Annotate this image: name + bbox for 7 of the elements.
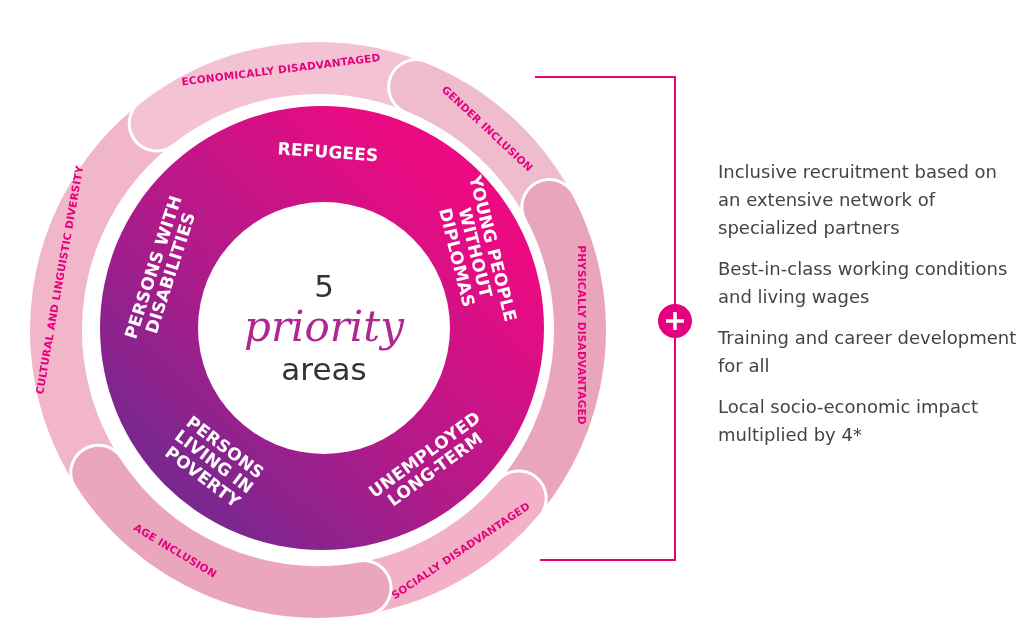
priority-label: REFUGEES [252,137,404,167]
benefit-text: Local socio-economic impact multiplied by 4* [718,395,979,447]
center-label: 5 priority areas [244,270,404,386]
ring-label: PHYSICALLY DISADVANTAGED [575,219,587,450]
benefit-text: Inclusive recruitment based on an extensive network of specialized partners [718,160,998,240]
benefit-text: Best-in-class working conditions and living wages [718,257,1009,309]
benefit-text: Training and career development for all [718,326,1018,378]
